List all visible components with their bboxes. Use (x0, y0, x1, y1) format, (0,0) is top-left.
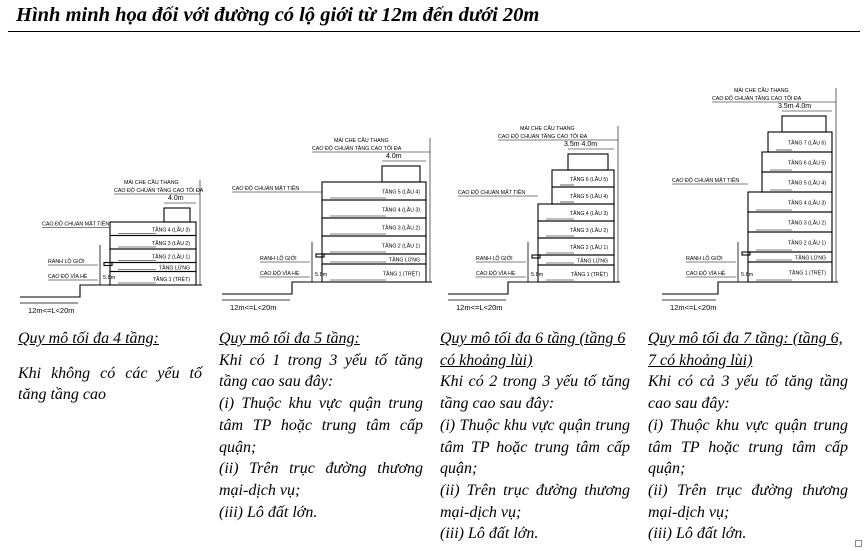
floor-label: TẦNG 5 (LẦU 4) (570, 193, 608, 200)
panel-4-body-line: (iii) Lô đất lớn. (648, 525, 747, 543)
boundary-label: RANH LỘ GIỚI (476, 255, 513, 262)
floor-outline (109, 221, 197, 237)
floor-label: TẦNG LỬNG (159, 265, 190, 272)
panel-3-text: Quy mô tối đa 6 tầng (tầng 6 có khoảng l… (440, 328, 630, 545)
floor-label: TẦNG 4 (LẦU 3) (788, 200, 826, 207)
sidewalk-label: CAO ĐỘ VỈA HÈ (48, 273, 88, 280)
panel-3-body-line: Khi có 2 trong 3 yếu tố tăng tầng cao sa… (440, 373, 630, 413)
panel-4-body-line: Khi có cả 3 yếu tố tăng tầng cao sau đây… (648, 373, 848, 413)
setback-label: 4.0m (168, 195, 184, 202)
floor-label: TẦNG 5 (LẦU 4) (788, 180, 826, 187)
floor-label: TẦNG 7 (LẦU 6) (788, 140, 826, 147)
floor-label: TẦNG 1 (TRỆT) (153, 275, 190, 283)
floor-label: TẦNG 2 (LẦU 1) (788, 240, 826, 247)
floor-label: TẦNG LỬNG (389, 257, 420, 264)
facade-height-label: CAO ĐỘ CHUẨN MẶT TIỀN (458, 189, 525, 196)
ground-line (20, 284, 202, 298)
floor-label: TẦNG 2 (LẦU 1) (570, 244, 608, 251)
stair-cover-outline (567, 153, 609, 171)
floor-label: TẦNG 4 (LẦU 3) (570, 210, 608, 217)
floor-label: TẦNG LỬNG (577, 258, 608, 265)
road-width-label: 12m<=L<20m (670, 303, 717, 312)
floor-label: TẦNG 3 (LẦU 2) (152, 240, 190, 247)
floor-label: TẦNG 6 (LẦU 5) (788, 160, 826, 167)
canopy (741, 251, 751, 256)
panel-2-body-line: (iii) Lô đất lớn. (219, 503, 318, 521)
height-dimension-label: 5.8m (531, 272, 544, 278)
panel-3-body-line: (ii) Trên trục đường thương mại-dịch vụ; (440, 481, 630, 521)
panel-3-heading: Quy mô tối đa 6 tầng (tầng 6 có khoảng l… (440, 330, 626, 369)
floor-label: TẦNG 1 (TRỆT) (383, 270, 420, 278)
panel-4-heading: Quy mô tối đa 7 tầng: (tầng 6, 7 có khoả… (648, 330, 843, 369)
setback-label: 4.0m (386, 153, 402, 160)
boundary-label: RANH LỘ GIỚI (260, 255, 297, 262)
ground-line (662, 281, 838, 295)
panel-3-body-line: (iii) Lô đất lớn. (440, 525, 539, 543)
canopy (103, 261, 113, 267)
panel-2-body-line: (i) Thuộc khu vực quận trung tâm TP hoặc… (219, 395, 423, 456)
stair-cover-label: MÁI CHE CẦU THANG (334, 137, 389, 144)
stair-cover-outline (381, 165, 421, 183)
title-underline (8, 31, 860, 32)
floor-label: TẦNG 1 (TRỆT) (571, 270, 608, 278)
height-dimension-label: 5.8m (103, 275, 116, 281)
floor-label: TẦNG LỬNG (795, 255, 826, 262)
floor-label: TẦNG 6 (LẦU 5) (570, 176, 608, 183)
floor-label: TẦNG 2 (LẦU 1) (152, 253, 190, 260)
floor-label: TẦNG 3 (LẦU 2) (382, 225, 420, 232)
panel-2-heading: Quy mô tối đa 5 tầng: (219, 330, 360, 347)
floor-label: TẦNG 3 (LẦU 2) (788, 220, 826, 227)
max-height-label: CAO ĐỘ CHUẨN TẦNG CAO TỐI ĐA (114, 187, 204, 194)
panel-4-text: Quy mô tối đa 7 tầng: (tầng 6, 7 có khoả… (648, 328, 848, 545)
boundary-label: RANH LỘ GIỚI (48, 258, 85, 265)
panel-1-heading: Quy mô tối đa 4 tầng: (18, 330, 159, 347)
stair-cover-label: MÁI CHE CẦU THANG (734, 87, 789, 94)
max-height-label: CAO ĐỘ CHUẨN TẦNG CAO TỐI ĐA (498, 133, 588, 140)
floor-label: TẦNG 3 (LẦU 2) (570, 227, 608, 234)
canopy (531, 254, 541, 259)
facade-height-label: CAO ĐỘ CHUẨN MẶT TIỀN (672, 177, 739, 184)
ground-line (222, 281, 432, 295)
road-width-label: 12m<=L<20m (230, 303, 277, 312)
road-width-label: 12m<=L<20m (456, 303, 503, 312)
panel-4-body-line: (i) Thuộc khu vực quận trung tâm TP hoặc… (648, 416, 848, 478)
max-height-label: CAO ĐỘ CHUẨN TẦNG CAO TỐI ĐA (712, 95, 802, 102)
floor-label: TẦNG 1 (TRỆT) (789, 269, 826, 277)
page-title: Hình minh họa đối với đường có lộ giới t… (16, 4, 540, 26)
panel-3-body-line: (i) Thuộc khu vực quận trung tâm TP hoặc… (440, 416, 630, 478)
facade-height-label: CAO ĐỘ CHUẨN MẶT TIỀN (232, 185, 299, 192)
panel-2-body-line: (ii) Trên trục đường thương mại-dịch vụ; (219, 460, 423, 499)
floor-label: TẦNG 4 (LẦU 3) (382, 207, 420, 214)
setback-label: 3.5m 4.0m (778, 103, 811, 110)
canopy (315, 253, 325, 258)
floor-label: TẦNG 4 (LẦU 3) (152, 226, 190, 233)
facade-height-label: CAO ĐỘ CHUẨN MẶT TIỀN (42, 221, 109, 228)
max-height-label: CAO ĐỘ CHUẨN TẦNG CAO TỐI ĐA (312, 145, 402, 152)
stair-cover-outline (781, 115, 827, 133)
building-diagrams: 12m<=L<20m TẦNG 1 (TRỆT) TẦNG LỬNG TẦNG 2 (… (20, 87, 838, 315)
panel-2-body-line: Khi có 1 trong 3 yếu tố tăng tầng cao sa… (219, 351, 423, 391)
sidewalk-label: CAO ĐỘ VỈA HÈ (686, 270, 726, 277)
height-dimension-label: 5.8m (741, 272, 754, 278)
panel-2-text: Quy mô tối đa 5 tầng: Khi có 1 trong 3 y… (219, 328, 423, 523)
floor-label: TẦNG 2 (LẦU 1) (382, 243, 420, 250)
height-dimension-label: 5.8m (315, 272, 328, 278)
stair-cover-label: MÁI CHE CẦU THANG (124, 179, 179, 186)
sidewalk-label: CAO ĐỘ VỈA HÈ (260, 270, 300, 277)
boundary-label: RANH LỘ GIỚI (686, 255, 723, 262)
panel-4-body-line: (ii) Trên trục đường thương mại-dịch vụ; (648, 481, 848, 521)
setback-label: 3.5m 4.0m (564, 141, 597, 148)
corner-marker (855, 540, 862, 547)
stair-cover-label: MÁI CHE CẦU THANG (520, 125, 575, 132)
ground-line (448, 281, 620, 295)
floor-outline (321, 181, 427, 201)
floor-label: TẦNG 5 (LẦU 4) (382, 189, 420, 196)
sidewalk-label: CAO ĐỘ VỈA HÈ (476, 270, 516, 277)
stair-cover-outline (163, 207, 191, 223)
road-width-label: 12m<=L<20m (28, 306, 75, 315)
panel-1-text: Quy mô tối đa 4 tầng: Khi không có các y… (18, 328, 202, 406)
panel-1-body: Khi không có các yếu tố tăng tầng cao (18, 364, 202, 404)
